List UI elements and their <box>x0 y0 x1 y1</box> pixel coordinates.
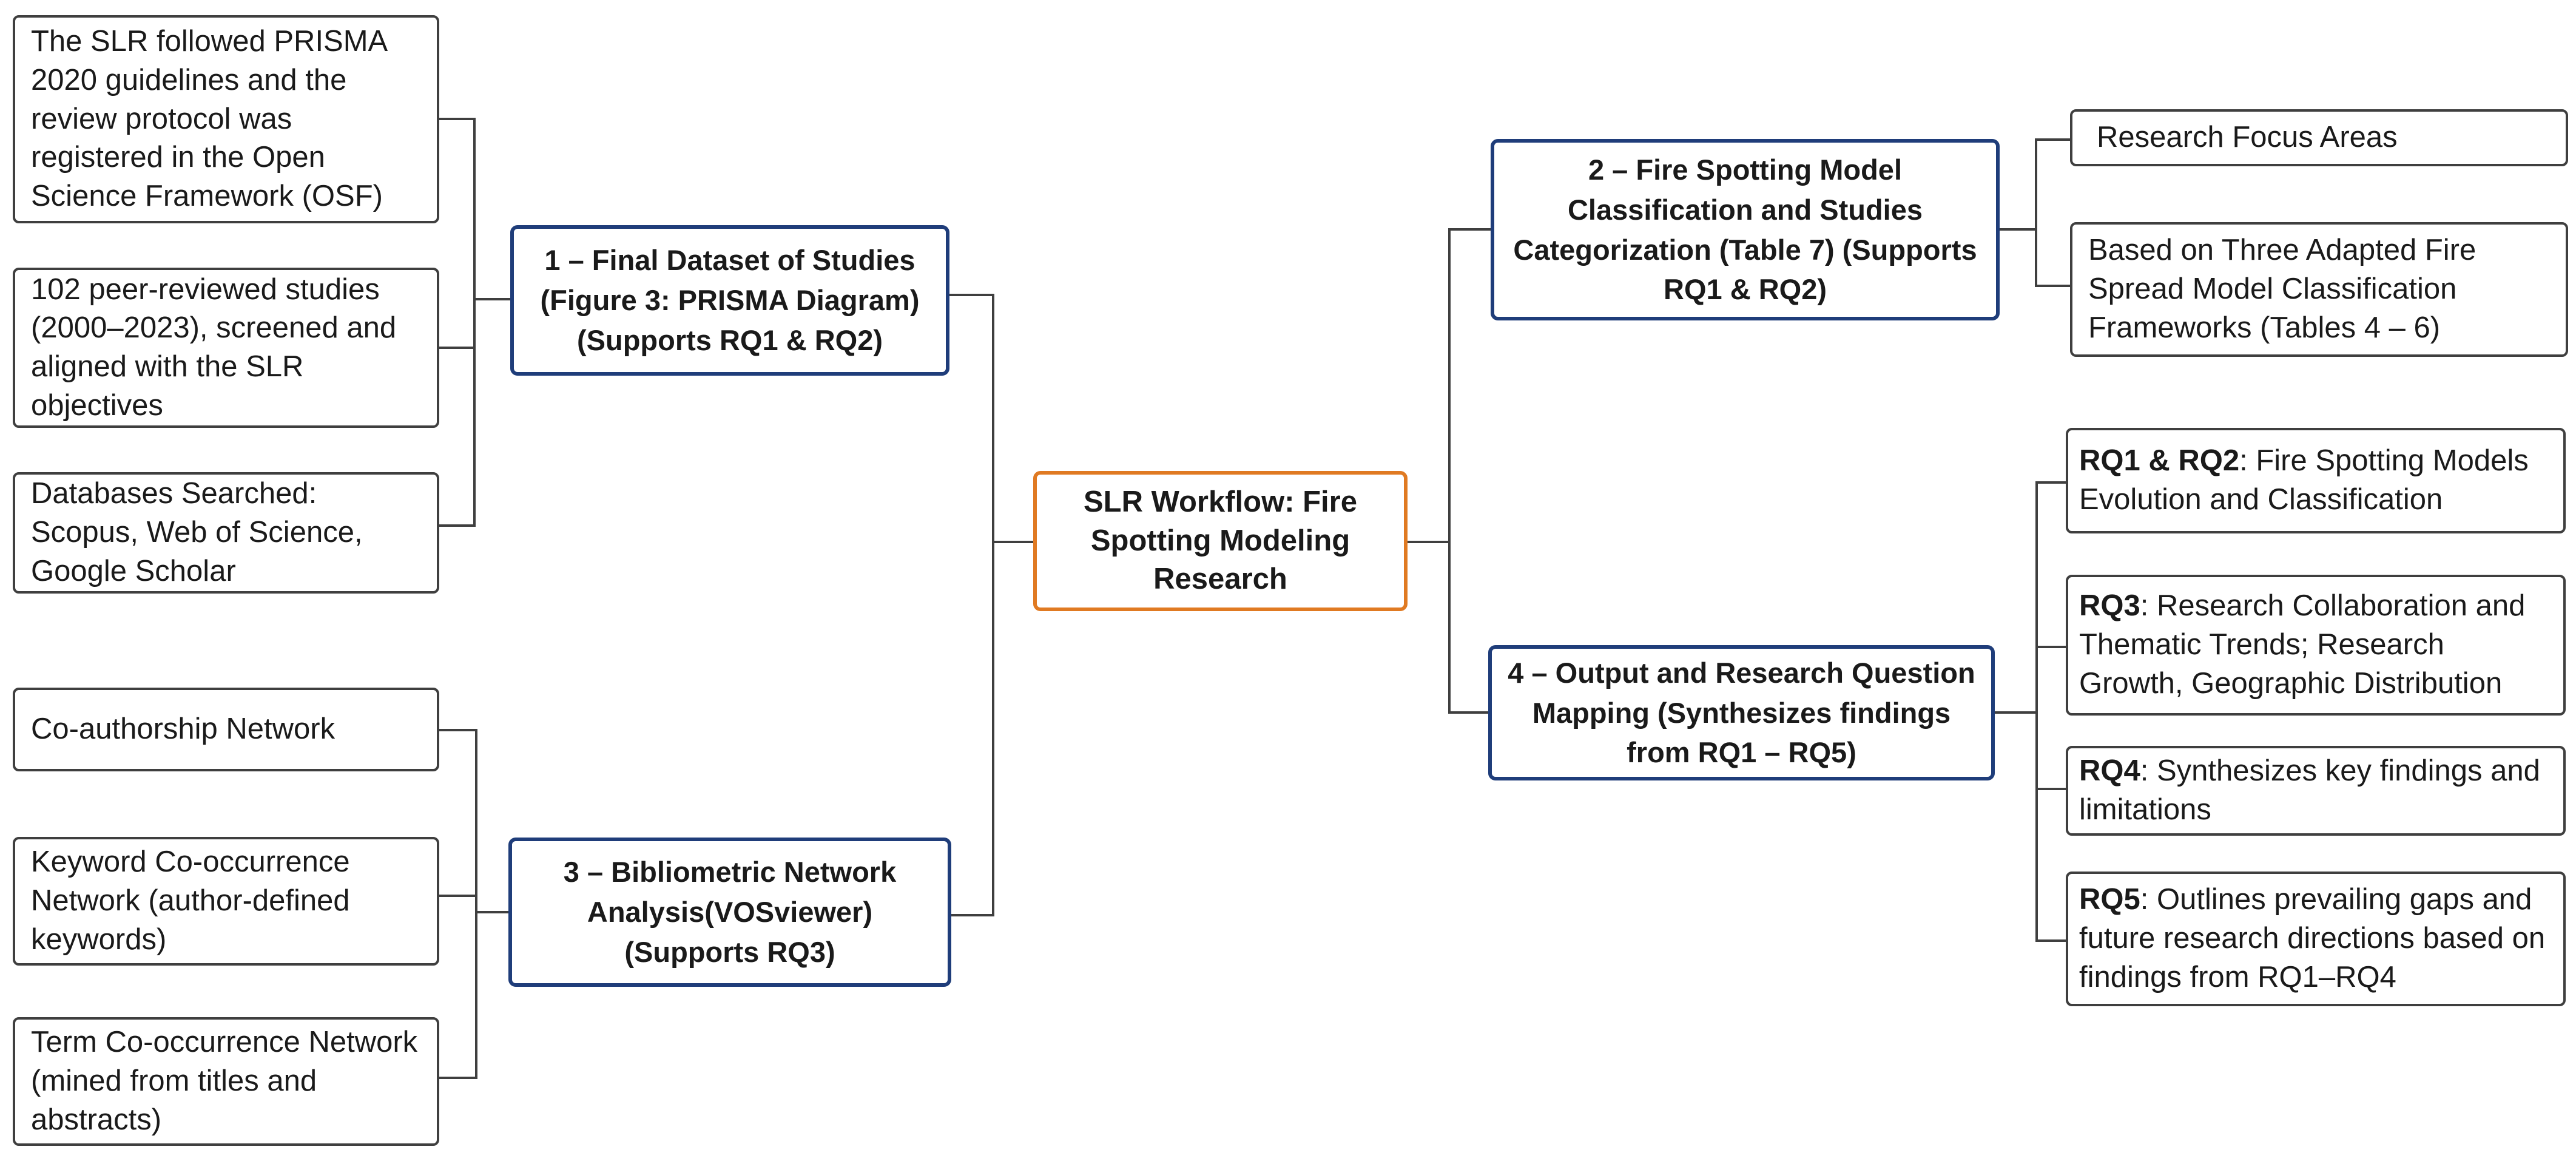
leaf-text: Co-authorship Network <box>31 713 335 746</box>
leaf-text: The SLR followed PRISMA 2020 guidelines … <box>31 25 386 213</box>
branch-3-leaf-coauthorship: Co-authorship Network <box>13 688 439 771</box>
branch-2-label: 2 – Fire Spotting Model Classification a… <box>1513 153 1977 306</box>
leaf-text: Research Focus Areas <box>2097 121 2398 154</box>
leaf-text: RQ1 & RQ2: Fire Spotting Models Evolutio… <box>2079 442 2547 519</box>
branch-2-leaf-classification-frameworks: Based on Three Adapted Fire Spread Model… <box>2070 222 2568 357</box>
root-node-label: SLR Workflow: Fire Spotting Modeling Res… <box>1083 485 1357 596</box>
leaf-text: 102 peer-reviewed studies (2000–2023), s… <box>31 272 397 422</box>
rq-label: RQ4 <box>2079 754 2140 788</box>
branch-2-leaf-research-focus-areas: Research Focus Areas <box>2070 109 2568 166</box>
rq-label: RQ3 <box>2079 589 2140 623</box>
branch-1-leaf-prisma-guidelines: The SLR followed PRISMA 2020 guidelines … <box>13 15 439 223</box>
rq-description: : Outlines prevailing gaps and future re… <box>2079 883 2546 993</box>
branch-4-leaf-rq3: RQ3: Research Collaboration and Thematic… <box>2066 575 2566 716</box>
leaf-text: Keyword Co-occurrence Network (author-de… <box>31 845 350 956</box>
branch-3-leaf-keyword-cooccurrence: Keyword Co-occurrence Network (author-de… <box>13 837 439 966</box>
rq-description: : Fire Spotting Models Evolution and Cla… <box>2079 444 2529 516</box>
branch-4-leaf-rq1-rq2: RQ1 & RQ2: Fire Spotting Models Evolutio… <box>2066 428 2566 533</box>
branch-1-label: 1 – Final Dataset of Studies (Figure 3: … <box>540 244 920 356</box>
branch-4-leaf-rq5: RQ5: Outlines prevailing gaps and future… <box>2066 872 2566 1006</box>
leaf-text: RQ5: Outlines prevailing gaps and future… <box>2079 881 2547 997</box>
branch-4-leaf-rq4: RQ4: Synthesizes key findings and limita… <box>2066 746 2566 836</box>
leaf-text: Based on Three Adapted Fire Spread Model… <box>2088 234 2477 344</box>
rq-description: : Research Collaboration and Thematic Tr… <box>2079 589 2526 700</box>
branch-1-leaf-databases-searched: Databases Searched: Scopus, Web of Scien… <box>13 472 439 594</box>
branch-3-bibliometric-analysis: 3 – Bibliometric Network Analysis(VOSvie… <box>508 838 951 987</box>
rq-description: : Synthesizes key findings and limitatio… <box>2079 754 2540 826</box>
leaf-text: Term Co-occurrence Network (mined from t… <box>31 1026 418 1136</box>
branch-4-label: 4 – Output and Research Question Mapping… <box>1508 656 1975 769</box>
leaf-text: RQ3: Research Collaboration and Thematic… <box>2079 587 2547 703</box>
root-node: SLR Workflow: Fire Spotting Modeling Res… <box>1033 471 1408 611</box>
branch-1-leaf-peer-reviewed-studies: 102 peer-reviewed studies (2000–2023), s… <box>13 268 439 428</box>
branch-4-output-mapping: 4 – Output and Research Question Mapping… <box>1488 645 1995 780</box>
branch-3-leaf-term-cooccurrence: Term Co-occurrence Network (mined from t… <box>13 1017 439 1146</box>
leaf-text: RQ4: Synthesizes key findings and limita… <box>2079 752 2547 829</box>
branch-3-label: 3 – Bibliometric Network Analysis(VOSvie… <box>563 856 897 968</box>
leaf-text: Databases Searched: Scopus, Web of Scien… <box>31 477 363 587</box>
branch-2-classification: 2 – Fire Spotting Model Classification a… <box>1491 139 2000 320</box>
rq-label: RQ5 <box>2079 883 2140 916</box>
rq-label: RQ1 & RQ2 <box>2079 444 2240 478</box>
branch-1-final-dataset: 1 – Final Dataset of Studies (Figure 3: … <box>510 225 949 376</box>
